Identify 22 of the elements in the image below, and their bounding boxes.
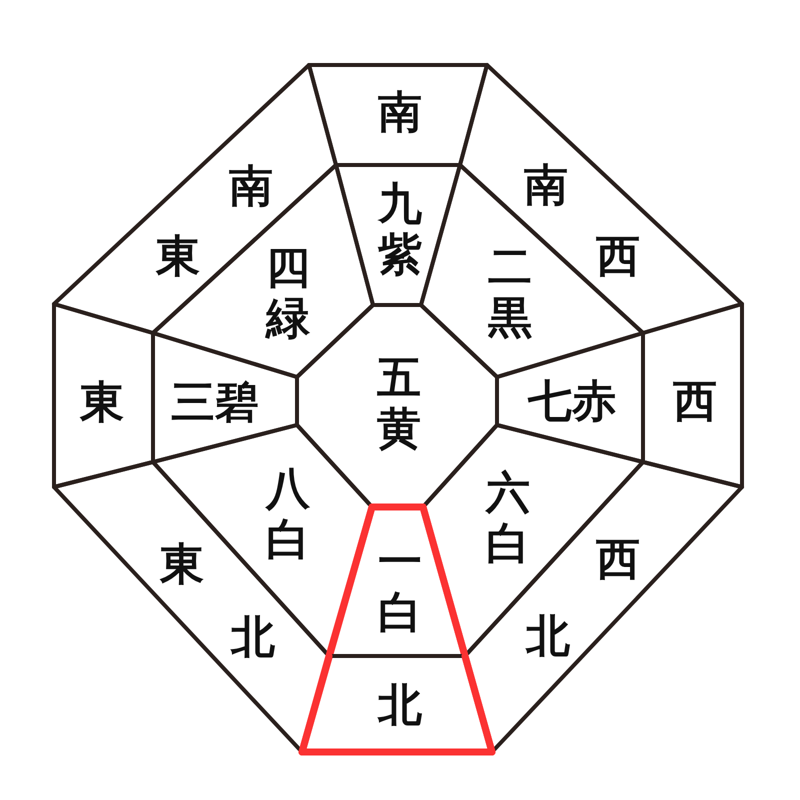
star-label: 二黒 (487, 242, 533, 344)
direction-label: 南 (229, 165, 273, 209)
star-label: 八白 (264, 464, 311, 566)
direction-label: 北 (526, 615, 570, 659)
direction-label: 北 (231, 616, 275, 660)
star-label: 一白 (377, 537, 423, 639)
direction-label: 南 (524, 164, 568, 208)
direction-label: 東 (156, 235, 200, 279)
star-label: 五黄 (376, 353, 422, 455)
direction-label: 北 (378, 684, 422, 728)
star-label: 六白 (484, 468, 531, 570)
sector-cell (297, 651, 497, 757)
direction-label: 西 (596, 235, 640, 279)
star-label: 三碧 (171, 381, 259, 425)
direction-label: 東 (160, 543, 204, 587)
star-label: 四緑 (264, 243, 311, 345)
direction-label: 西 (596, 538, 640, 582)
direction-label: 南 (378, 91, 422, 135)
star-label: 九紫 (376, 179, 423, 281)
direction-label: 西 (673, 380, 717, 424)
direction-label: 東 (80, 381, 124, 425)
star-label: 七赤 (528, 380, 616, 424)
